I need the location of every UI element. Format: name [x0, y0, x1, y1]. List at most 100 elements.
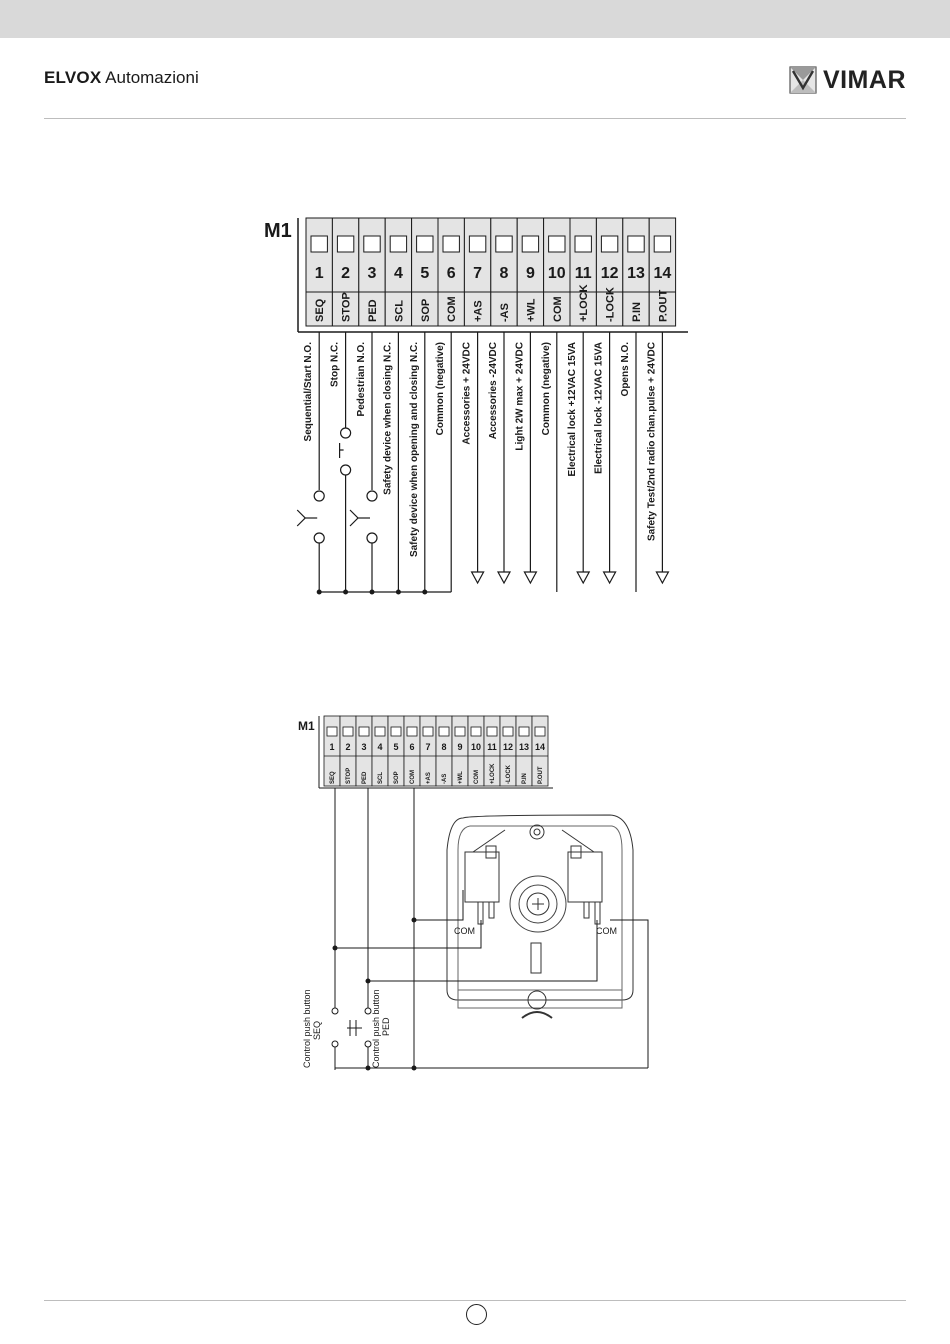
small-terminal-number: 12	[503, 742, 513, 752]
terminal-3-description: Pedestrian N.O.	[356, 342, 367, 417]
terminal-2-description: Stop N.C.	[330, 342, 341, 387]
small-terminal-number: 7	[425, 742, 430, 752]
cam-gear-icon	[509, 875, 567, 933]
terminal-screw-icon	[310, 235, 328, 253]
small-terminal-abbr: PED	[362, 771, 368, 784]
ped-push-button-icon	[353, 1007, 372, 1048]
ped-button-label: Control push button	[371, 989, 381, 1068]
terminal-screw-icon	[495, 235, 513, 253]
arrow-terminal-icon	[470, 571, 485, 585]
terminal-abbr: SCL	[393, 300, 405, 322]
brand-bold: ELVOX	[44, 68, 102, 87]
terminal-1-description: Sequential/Start N.O.	[303, 342, 314, 442]
terminal-strip: 1SEQ2STOP3PED4SCL5SOP6COM7+AS8-AS9+WL10C…	[305, 217, 677, 327]
terminal-number: 11	[575, 265, 592, 282]
small-terminal-number: 6	[409, 742, 414, 752]
arrow-terminal-icon	[655, 571, 670, 585]
terminal-11: 11+LOCK	[569, 217, 597, 327]
terminal-abbr: COM	[446, 296, 458, 322]
terminal-number: 14	[654, 265, 672, 282]
terminal-7-description: Accessories + 24VDC	[462, 342, 473, 445]
terminal-strip-small: 1SEQ2STOP3PED4SCL5SOP6COM7+AS8-AS9+WL10C…	[323, 715, 549, 787]
footer-rule	[44, 1300, 906, 1301]
small-terminal-7: 7+AS	[419, 715, 437, 787]
terminal-screw-icon	[534, 726, 546, 737]
small-terminal-number: 4	[377, 742, 382, 752]
terminal-abbr: +WL	[525, 298, 537, 322]
left-switch-com-label: COM	[454, 926, 475, 936]
small-terminal-number: 10	[471, 742, 481, 752]
small-terminal-abbr: SOP	[394, 771, 400, 784]
terminal-abbr: SEQ	[314, 298, 326, 322]
small-terminal-number: 2	[345, 742, 350, 752]
seq-button-label: Control push button	[302, 989, 312, 1068]
terminal-screw-icon	[454, 726, 466, 737]
arrow-terminal-icon	[523, 571, 538, 585]
small-terminal-abbr: P.IN	[522, 773, 528, 784]
terminal-8: 8-AS	[490, 217, 518, 327]
brand-rest: Automazioni	[105, 68, 199, 87]
small-terminal-abbr: -AS	[442, 774, 448, 784]
arrow-terminal-icon	[602, 571, 617, 585]
terminal-8-description: Accessories -24VDC	[488, 342, 499, 439]
terminal-screw-icon	[363, 235, 381, 253]
terminal-6-description: Common (negative)	[435, 342, 446, 435]
arrow-terminal-icon	[496, 571, 512, 585]
small-terminal-number: 8	[441, 742, 446, 752]
small-terminal-number: 11	[487, 742, 497, 752]
terminal-13-description: Opens N.O.	[620, 342, 631, 397]
terminal-9: 9 +WL	[516, 217, 545, 327]
small-terminal-abbr: SEQ	[330, 771, 336, 784]
terminal-screw-icon	[521, 235, 540, 253]
terminal-screw-icon	[548, 235, 566, 253]
terminal-number: 1	[315, 265, 324, 282]
junction-dots	[332, 917, 417, 1071]
vimar-logo-text: VIMAR	[822, 65, 906, 94]
small-terminal-number: 3	[361, 742, 366, 752]
wiring	[296, 332, 670, 595]
terminal-screw-icon	[653, 235, 672, 253]
terminal-screw-icon	[374, 726, 386, 737]
terminal-number: 13	[627, 265, 645, 282]
terminal-screw-icon	[442, 235, 460, 253]
terminal-screw-icon	[406, 726, 418, 737]
terminal-abbr: P.IN	[631, 302, 643, 322]
small-terminal-abbr: +LOCK	[490, 763, 496, 784]
terminal-abbr: STOP	[341, 292, 353, 322]
small-terminal-abbr: -LOCK	[506, 764, 512, 784]
terminal-abbr: P.OUT	[657, 290, 669, 322]
terminal-abbr: COM	[552, 296, 564, 322]
ped-button-sub: PED	[381, 1017, 391, 1036]
small-terminal-abbr: COM	[474, 770, 480, 784]
terminal-screw-icon	[518, 726, 530, 737]
terminal-screw-icon	[416, 235, 434, 253]
terminal-abbr: +AS	[473, 300, 485, 322]
terminal-14: 14P.OUT	[648, 217, 677, 327]
small-terminal-8: 8 -AS	[435, 715, 453, 787]
terminal-descriptions: Sequential/Start N.O. Stop N.C. Pedestrian…	[303, 342, 657, 557]
terminal-block-label: M1	[264, 220, 292, 242]
terminal-screw-icon	[438, 726, 450, 737]
right-microswitch-icon	[567, 851, 603, 903]
switch-wiring	[334, 788, 649, 1070]
terminal-number: 4	[394, 265, 403, 282]
left-microswitch-icon	[464, 851, 500, 903]
top-screw-icon	[529, 824, 545, 840]
terminal-number: 9	[526, 265, 535, 282]
terminal-number: 6	[447, 265, 456, 282]
terminal-screw-icon	[470, 726, 482, 737]
terminal-abbr: PED	[367, 299, 379, 322]
small-terminal-number: 13	[519, 742, 529, 752]
terminal-14-description: Safety Test/2nd radio chan.pulse + 24VDC	[646, 342, 657, 541]
small-terminal-9: 9+WL	[451, 715, 469, 787]
terminal-5-description: Safety device when opening and closing N…	[409, 342, 420, 557]
terminal-screw-icon	[502, 726, 514, 737]
